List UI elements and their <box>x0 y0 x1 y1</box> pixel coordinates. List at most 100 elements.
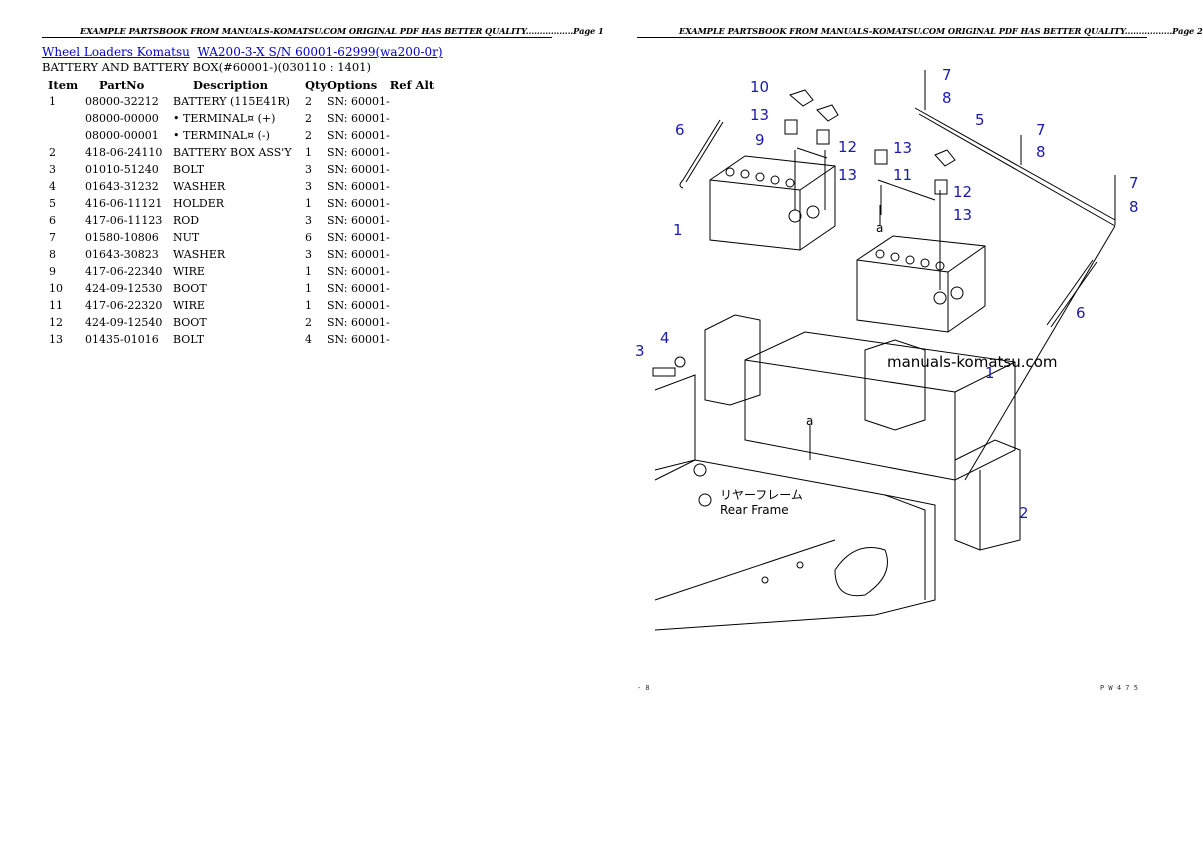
qty-cell: 6 <box>305 231 312 244</box>
options-cell: SN: 60001- <box>327 265 390 278</box>
partno-cell: 08000-32212 <box>85 95 159 108</box>
page-header: EXAMPLE PARTSBOOK FROM MANUALS-KOMATSU.C… <box>679 26 1203 36</box>
callout-12: 12 <box>953 183 972 201</box>
options-cell: SN: 60001- <box>327 95 390 108</box>
callout-8: 8 <box>942 89 952 107</box>
item-cell: 9 <box>49 265 56 278</box>
col-ref-alt: Ref Alt <box>389 77 435 92</box>
description-cell: BATTERY BOX ASS'Y <box>173 146 292 159</box>
partno-cell: 01010-51240 <box>85 163 159 176</box>
options-cell: SN: 60001- <box>327 231 390 244</box>
partno-cell: 417-06-22320 <box>85 299 163 312</box>
description-cell: BOLT <box>173 163 205 176</box>
footer-left: - 8 <box>637 684 650 692</box>
callout-7: 7 <box>1036 121 1046 139</box>
partno-cell: 08000-00000 <box>85 112 159 125</box>
partno-cell: 417-06-22340 <box>85 265 163 278</box>
link-model[interactable]: WA200-3-X S/N 60001-62999(wa200-0r) <box>197 45 443 59</box>
ref-alt-cell <box>390 280 434 297</box>
options-cell: SN: 60001- <box>327 248 390 261</box>
partno-cell: 01643-30823 <box>85 248 159 261</box>
description-cell: BATTERY (115E41R) <box>173 95 290 108</box>
parts-list-page: EXAMPLE PARTSBOOK FROM MANUALS-KOMATSU.C… <box>0 0 604 842</box>
partno-cell: 424-09-12540 <box>85 316 163 329</box>
item-cell: 2 <box>49 146 56 159</box>
callout-5: 5 <box>975 111 985 129</box>
description-cell: WASHER <box>173 248 226 261</box>
qty-cell: 1 <box>305 299 312 312</box>
options-cell: SN: 60001- <box>327 282 390 295</box>
item-cell: 7 <box>49 231 56 244</box>
ref-alt-cell <box>390 314 434 331</box>
callout-13: 13 <box>953 206 972 224</box>
qty-cell: 1 <box>305 265 312 278</box>
partno-cell: 416-06-11121 <box>85 197 163 210</box>
diagram-linework <box>652 70 1116 631</box>
table-header-row: Item PartNo Description Qty Options Ref … <box>42 76 434 93</box>
ref-alt-cell <box>390 195 434 212</box>
options-cell: SN: 60001- <box>327 333 390 346</box>
callout-9: 9 <box>755 131 765 149</box>
partno-cell: 01643-31232 <box>85 180 159 193</box>
page-header: EXAMPLE PARTSBOOK FROM MANUALS-KOMATSU.C… <box>80 26 604 36</box>
ref-alt-cell <box>390 331 434 348</box>
callout-1: 1 <box>985 364 995 382</box>
callout-12: 12 <box>838 138 857 156</box>
col-item: Item <box>48 77 79 92</box>
callout-8: 8 <box>1129 198 1139 216</box>
callout-6: 6 <box>1076 304 1086 322</box>
description-cell: BOOT <box>173 316 207 329</box>
item-cell: 4 <box>49 180 56 193</box>
partno-cell: 417-06-11123 <box>85 214 163 227</box>
description-cell: BOOT <box>173 282 207 295</box>
item-cell: 13 <box>49 333 63 346</box>
description-cell: BOLT <box>173 333 205 346</box>
diagram-page: EXAMPLE PARTSBOOK FROM MANUALS-KOMATSU.C… <box>595 0 1203 842</box>
qty-cell: 2 <box>305 316 312 329</box>
partno-cell: 01435-01016 <box>85 333 159 346</box>
header-divider <box>637 37 1147 38</box>
reference-a: a <box>876 221 883 235</box>
ref-alt-cell <box>390 212 434 229</box>
item-cell: 5 <box>49 197 56 210</box>
options-cell: SN: 60001- <box>327 299 390 312</box>
callout-7: 7 <box>1129 174 1139 192</box>
ref-alt-cell <box>390 178 434 195</box>
qty-cell: 3 <box>305 248 312 261</box>
breadcrumb: Wheel Loaders Komatsu WA200-3-X S/N 6000… <box>42 45 443 59</box>
ref-alt-cell <box>390 110 434 127</box>
qty-cell: 1 <box>305 282 312 295</box>
link-category[interactable]: Wheel Loaders Komatsu <box>42 45 190 59</box>
description-cell: • TERMINAL¤ (-) <box>173 129 270 142</box>
callout-4: 4 <box>660 329 670 347</box>
watermark: manuals-komatsu.com <box>887 353 1058 371</box>
item-cell: 10 <box>49 282 63 295</box>
options-cell: SN: 60001- <box>327 316 390 329</box>
item-cell <box>42 127 85 144</box>
description-cell: WIRE <box>173 265 205 278</box>
exploded-diagram: 10 13 6 9 12 13 13 11 12 13 1 5 7 8 7 8 … <box>635 66 1139 692</box>
item-cell: 11 <box>49 299 63 312</box>
ref-alt-cell <box>390 144 434 161</box>
callout-11: 11 <box>893 166 912 184</box>
col-options: Options <box>327 77 378 92</box>
callout-8: 8 <box>1036 143 1046 161</box>
description-cell: WIRE <box>173 299 205 312</box>
footer-right: P W 4 7 5 <box>1100 684 1138 692</box>
reference-a: a <box>806 414 813 428</box>
partno-cell: 08000-00001 <box>85 129 159 142</box>
description-cell: WASHER <box>173 180 226 193</box>
callout-13: 13 <box>893 139 912 157</box>
col-qty: Qty <box>305 77 328 92</box>
callout-1: 1 <box>673 221 683 239</box>
qty-cell: 1 <box>305 197 312 210</box>
ref-alt-cell <box>390 246 434 263</box>
callout-3: 3 <box>635 342 645 360</box>
